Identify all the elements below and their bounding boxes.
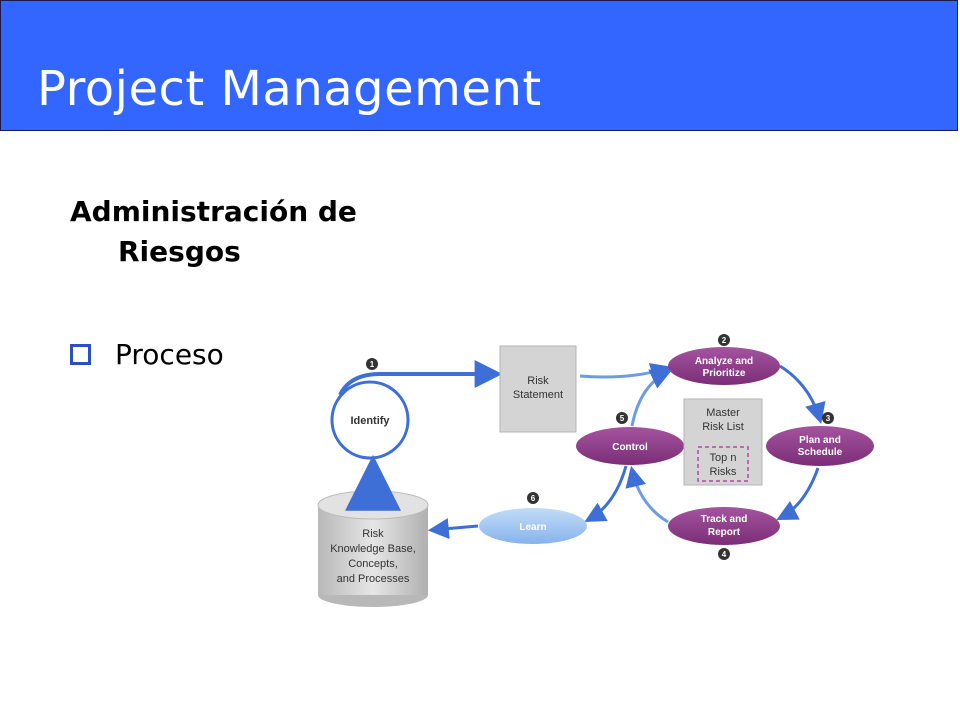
svg-text:Learn: Learn bbox=[519, 522, 546, 533]
svg-text:Report: Report bbox=[708, 527, 741, 538]
svg-text:Analyze and: Analyze and bbox=[695, 356, 753, 367]
section-heading-line2: Riesgos bbox=[118, 235, 241, 268]
section-heading-line1: Administración de bbox=[70, 195, 357, 228]
svg-text:Plan and: Plan and bbox=[799, 435, 841, 446]
arrow-plan-to-track bbox=[776, 467, 820, 520]
svg-text:6: 6 bbox=[531, 494, 536, 503]
step-marker-3: 3 bbox=[822, 412, 834, 424]
risk-statement-node: Risk Statement bbox=[499, 345, 577, 433]
arrow-track-to-control bbox=[625, 465, 669, 524]
slide-title: Project Management bbox=[37, 61, 542, 117]
square-bullet-icon bbox=[70, 344, 91, 365]
risk-process-diagram: Identify 1 Risk Statement Analyze and Pr… bbox=[317, 334, 874, 607]
svg-text:Knowledge Base,: Knowledge Base, bbox=[330, 543, 416, 555]
svg-text:5: 5 bbox=[620, 414, 625, 423]
arrow-learn-to-kb bbox=[427, 518, 479, 540]
svg-text:Risk List: Risk List bbox=[702, 421, 744, 433]
control-node: Control bbox=[576, 427, 684, 465]
knowledge-base-node: Risk Knowledge Base, Concepts, and Proce… bbox=[317, 490, 429, 607]
svg-text:1: 1 bbox=[370, 360, 375, 369]
svg-text:Master: Master bbox=[706, 407, 740, 419]
arrow-identify-to-statement bbox=[338, 360, 503, 396]
arrow-statement-to-analyze bbox=[579, 363, 673, 384]
arrow-analyze-to-plan bbox=[779, 364, 826, 425]
identify-label: Identify bbox=[350, 415, 390, 427]
svg-text:Risk: Risk bbox=[362, 528, 384, 540]
svg-text:Top n: Top n bbox=[710, 452, 737, 464]
step-marker-1: 1 bbox=[366, 358, 378, 370]
bullet-text: Proceso bbox=[115, 338, 224, 371]
identify-node: Identify bbox=[330, 380, 410, 460]
track-report-node: Track and Report bbox=[668, 507, 780, 545]
svg-text:Risks: Risks bbox=[710, 466, 737, 478]
svg-text:Track and: Track and bbox=[701, 514, 748, 525]
svg-text:Risk: Risk bbox=[527, 375, 549, 387]
arrow-control-to-analyze bbox=[630, 369, 672, 427]
svg-text:Statement: Statement bbox=[513, 389, 563, 401]
step-marker-5: 5 bbox=[616, 412, 628, 424]
plan-schedule-node: Plan and Schedule bbox=[766, 426, 874, 466]
svg-text:Schedule: Schedule bbox=[798, 447, 843, 458]
learn-node: Learn bbox=[479, 508, 587, 544]
svg-text:and Processes: and Processes bbox=[337, 573, 410, 585]
analyze-prioritize-node: Analyze and Prioritize bbox=[668, 347, 780, 385]
step-marker-6: 6 bbox=[527, 492, 539, 504]
step-marker-4: 4 bbox=[718, 548, 730, 560]
bullet-item: Proceso bbox=[70, 338, 224, 371]
svg-text:3: 3 bbox=[826, 414, 831, 423]
step-marker-2: 2 bbox=[718, 334, 730, 346]
arrow-control-to-learn bbox=[584, 465, 628, 523]
svg-text:4: 4 bbox=[722, 550, 727, 559]
title-bar: Project Management bbox=[0, 0, 958, 131]
svg-text:Control: Control bbox=[612, 442, 648, 453]
svg-text:Concepts,: Concepts, bbox=[348, 558, 398, 570]
svg-text:2: 2 bbox=[722, 336, 727, 345]
svg-text:Prioritize: Prioritize bbox=[703, 368, 746, 379]
master-risk-list-node: Master Risk List Top n Risks bbox=[683, 398, 763, 486]
